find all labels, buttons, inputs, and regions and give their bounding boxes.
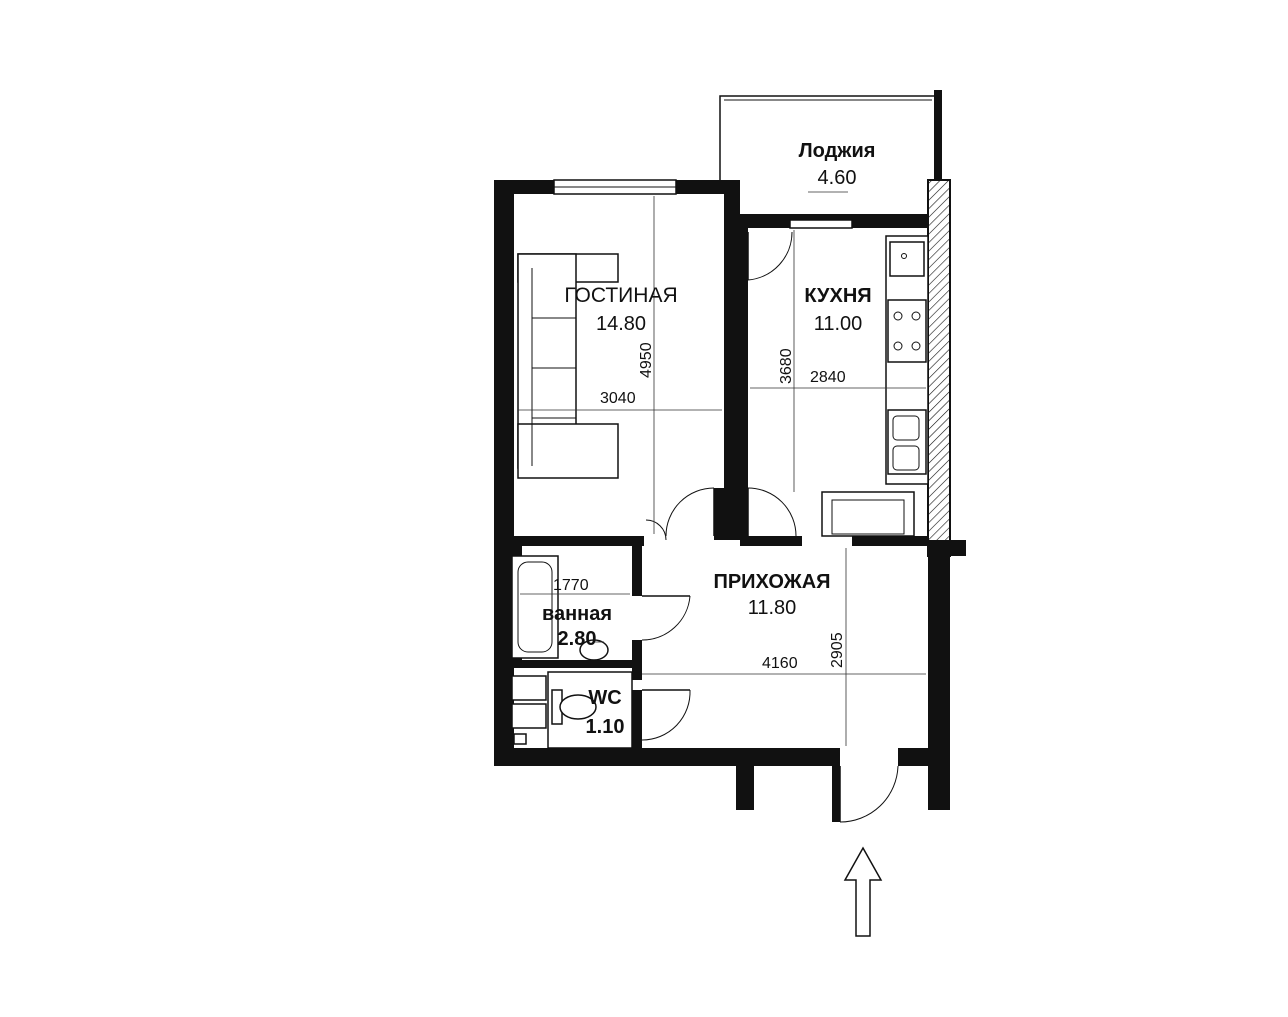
bathtub-icon: [511, 555, 559, 659]
dimension-lines: [518, 191, 926, 746]
toilet-icon: [551, 689, 597, 725]
outer-walls: [494, 179, 966, 822]
double-sink-icon: [887, 409, 927, 475]
dim-hall-width: 4160: [762, 655, 798, 672]
dim-kitchen-width: 2840: [810, 369, 846, 386]
dim-living-depth: 4950: [638, 342, 655, 378]
sink-icon: [889, 241, 925, 277]
kitchen-area: 11.00: [814, 313, 863, 335]
room-labels: Лоджия 4.60 ГОСТИНАЯ 14.80 КУХНЯ 11.00 П…: [542, 140, 875, 738]
wc-area: 1.10: [586, 716, 625, 738]
loggia-area: 4.60: [818, 167, 857, 189]
kitchen-name: КУХНЯ: [804, 285, 871, 307]
living-area: 14.80: [596, 313, 646, 335]
dim-bath-width: 1770: [553, 577, 589, 594]
loggia: [719, 90, 942, 180]
dim-living-width: 3040: [600, 390, 636, 407]
wc-fixtures: [511, 671, 633, 749]
bathroom-fixtures: [511, 555, 609, 661]
washbasin-icon: [579, 639, 609, 661]
kitchen-fixtures: [821, 235, 929, 537]
living-name: ГОСТИНАЯ: [564, 284, 677, 307]
loggia-name: Лоджия: [799, 140, 876, 162]
sofa-icon: [517, 253, 619, 479]
entrance-arrow-icon: [843, 846, 883, 937]
dim-kitchen-depth: 3680: [778, 348, 795, 384]
hall-name: ПРИХОЖАЯ: [713, 571, 830, 593]
dim-hall-depth: 2905: [829, 632, 846, 668]
stove-icon: [887, 299, 927, 363]
bath-area: 2.80: [558, 628, 597, 650]
hall-area: 11.80: [748, 597, 797, 619]
dimension-labels: 4950 3040 3680 2840 1770 2905 4160: [553, 342, 846, 672]
bath-name: ванная: [542, 603, 612, 625]
doors: [641, 231, 899, 823]
wc-name: WC: [588, 687, 621, 709]
